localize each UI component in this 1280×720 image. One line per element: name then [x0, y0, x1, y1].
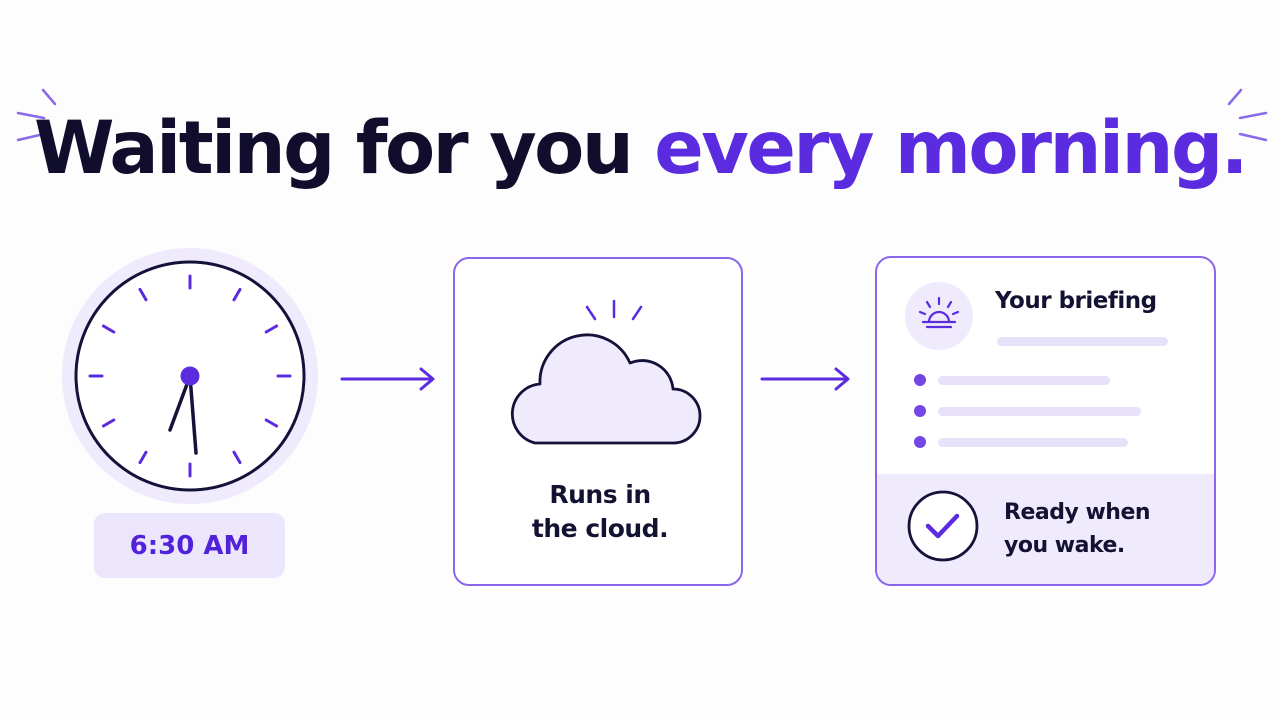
ready-status-line-2: you wake. — [1004, 533, 1125, 558]
analog-clock-icon — [62, 248, 318, 504]
clock-tick — [138, 450, 148, 465]
list-item-placeholder — [938, 438, 1128, 447]
list-bullet — [914, 374, 926, 386]
list-item-placeholder — [938, 407, 1141, 416]
headline-part-accent: every morning. — [654, 106, 1248, 191]
cloud-caption: Runs in the cloud. — [455, 478, 741, 546]
clock-tick — [264, 418, 279, 428]
list-bullet — [914, 436, 926, 448]
right-sparkle-decoration — [1227, 88, 1268, 142]
clock-tick — [232, 450, 242, 465]
ready-status-line-1: Ready when — [1004, 500, 1151, 525]
cloud-caption-line-1: Runs in — [549, 480, 651, 509]
cloud-shape — [510, 333, 702, 445]
cloud-caption-line-2: the cloud. — [531, 514, 669, 543]
page-headline: Waiting for you every morning. — [0, 104, 1280, 194]
cloud-step-card: Runs in the cloud. — [453, 257, 743, 586]
left-sparkle-decoration — [16, 88, 57, 142]
clock-tick — [101, 324, 116, 334]
clock-tick — [264, 324, 279, 334]
sunrise-icon — [905, 282, 973, 350]
cloud-spark-lines — [585, 299, 643, 321]
ready-status-text: Ready when you wake. — [1004, 496, 1151, 562]
clock-tick — [138, 287, 148, 302]
list-bullet — [914, 405, 926, 417]
cloud-icon — [510, 299, 702, 445]
list-item-placeholder — [938, 376, 1110, 385]
clock-hour-hand — [168, 374, 192, 432]
arrow-right-icon — [760, 367, 850, 391]
time-label: 6:30 AM — [129, 530, 250, 561]
check-circle-icon — [907, 490, 979, 562]
clock-center-pin — [180, 366, 200, 386]
time-badge: 6:30 AM — [94, 513, 285, 578]
arrow-right-icon — [340, 367, 435, 391]
clock-tick — [232, 287, 242, 302]
briefing-title: Your briefing — [995, 288, 1157, 314]
clock-minute-hand — [188, 374, 198, 455]
briefing-title-underline — [997, 337, 1168, 346]
headline-part-dark: Waiting for you — [34, 106, 634, 191]
clock-tick — [101, 418, 116, 428]
clock-ticks — [88, 274, 292, 478]
